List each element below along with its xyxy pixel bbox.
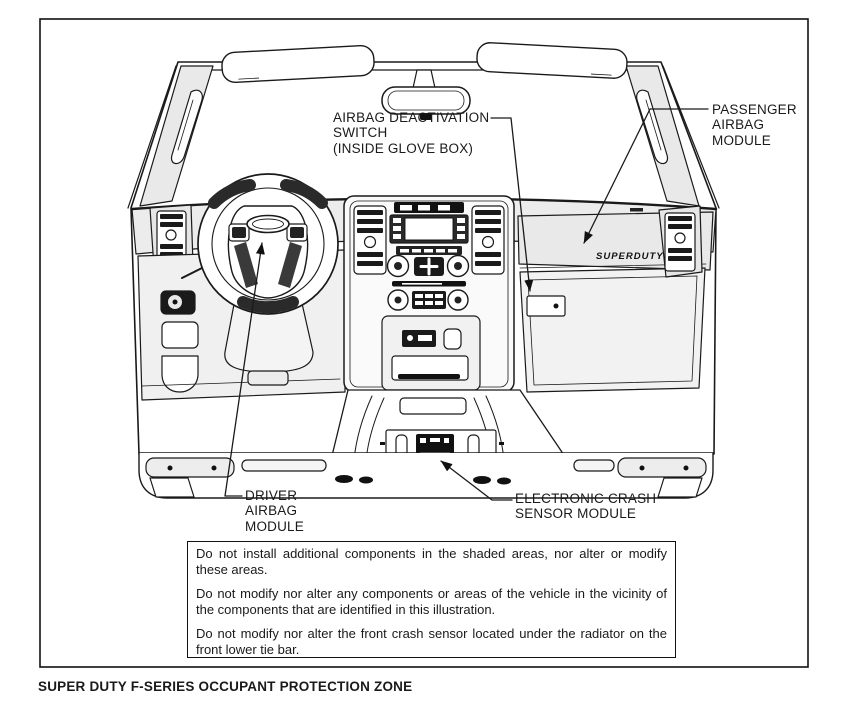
passenger-arrow [583,108,651,244]
left-dash-vent [149,204,194,269]
glove-box [519,267,706,393]
label-line: AIRBAG [245,503,298,519]
deactivation-arrow [490,117,534,292]
right-dash-vent [658,205,703,278]
label-driver-airbag-module: DRIVER AIRBAG MODULE [245,488,304,534]
driver-arrow [224,242,265,497]
a-pillar-left [139,65,214,207]
center-vent-right [471,205,505,275]
label-line: DRIVER [245,488,298,503]
rearview-mirror [381,69,471,120]
super-duty-badge: SUPERDUTY [596,251,664,262]
crash-sensor-arrow [440,460,513,501]
climate-controls [386,254,470,278]
label-line: PASSENGER [712,102,797,117]
center-stack [343,195,515,393]
center-vent-left [353,205,387,275]
label-line: ELECTRONIC CRASH [515,491,657,506]
label-line: (INSIDE GLOVE BOX) [333,140,474,156]
label-line: MODULE [245,518,304,534]
label-line: MODULE [712,132,771,148]
warning-notes-box: Do not install additional components in … [187,541,676,658]
sun-visor-left [221,45,375,83]
label-line: SENSOR MODULE [515,506,637,522]
note-paragraph: Do not modify nor alter any components o… [196,586,667,617]
nav-screen [389,214,469,244]
callout-leaders [224,108,709,501]
floor-sills [138,452,715,499]
radio-controls [387,289,469,311]
label-electronic-crash-sensor-module: ELECTRONIC CRASH SENSOR MODULE [515,491,656,522]
note-paragraph: Do not install additional components in … [196,546,667,577]
a-pillar-right [625,65,700,207]
label-line: AIRBAG DEACTIVATION [333,110,490,125]
airbag-deactivation-switch [526,295,566,317]
label-airbag-deactivation-switch: AIRBAG DEACTIVATION SWITCH (INSIDE GLOVE… [333,110,489,156]
steering-wheel [181,173,339,386]
sun-visor-right [476,42,628,79]
label-line: SWITCH [333,125,388,141]
label-line: AIRBAG [712,117,765,133]
note-paragraph: Do not modify nor alter the front crash … [196,626,667,657]
ford-logo [246,214,290,234]
media-ports [381,315,481,391]
figure-caption: SUPER DUTY F-SERIES OCCUPANT PROTECTION … [38,679,413,694]
label-passenger-airbag-module: PASSENGER AIRBAG MODULE [712,102,797,148]
